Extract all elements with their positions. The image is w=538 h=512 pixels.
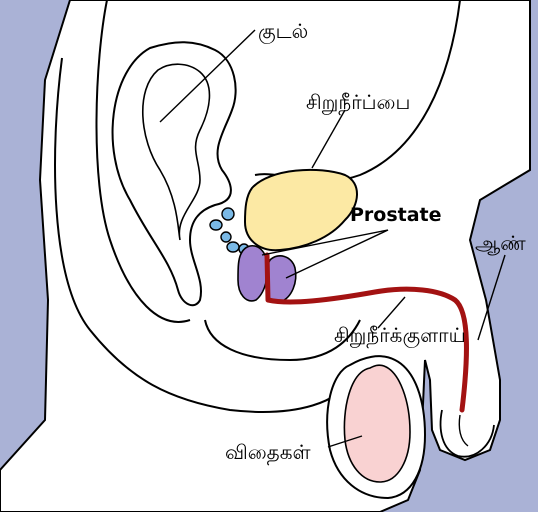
leader-prostate-a [261,229,389,256]
prostate-lobe-left [237,245,269,302]
seminal-gland-4 [226,241,240,253]
leader-urethra [377,296,406,329]
seminal-gland-1 [221,207,235,221]
label-testis: விதைகள் [225,440,311,465]
back-curve-outer [54,57,351,413]
label-prostate: Prostate [350,204,442,226]
bladder [243,168,358,252]
leader-bladder [311,109,346,169]
back-curve-inner [95,0,191,323]
penis-tip-line [458,414,469,447]
seminal-gland-3 [220,231,232,243]
penis-glans [439,409,495,458]
leader-testis [327,435,363,448]
leader-prostate-b [285,229,389,279]
label-bladder: சிறுநீர்ப்பை [306,90,410,115]
urethra [264,252,469,413]
seminal-gland-2 [209,219,223,231]
leader-penis [477,254,506,341]
leader-lines [159,29,506,448]
leader-intestine [159,29,256,123]
label-penis: ஆண் [475,231,526,256]
label-intestine: குடல் [258,19,308,44]
testis [343,364,411,483]
intestine-inner [141,63,211,241]
label-urethra: சிறுநீர்க்குளாய் [334,323,466,348]
pelvis-curve [204,319,361,362]
